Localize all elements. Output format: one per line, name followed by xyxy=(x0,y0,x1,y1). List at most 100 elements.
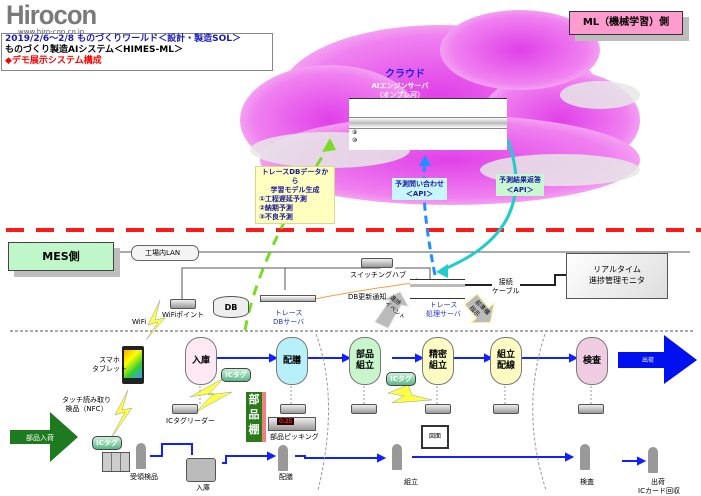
worker-label-receive: 受領検品 xyxy=(130,473,158,481)
rack-mark-10: ⑩ xyxy=(352,137,358,144)
query-api-line: 予測問い合わせ xyxy=(395,180,444,188)
lan-cylinder xyxy=(131,245,199,261)
ai-server-label-1: AIエンジンサーバ xyxy=(371,82,429,90)
nfc-label: タッチ読み取り 検品（NFC） xyxy=(62,396,111,414)
query-api-line: ＜API＞ xyxy=(405,190,434,198)
trace-db-server xyxy=(260,295,316,302)
progress-monitor: リアルタイム 進捗管理モニタ xyxy=(566,253,668,299)
shelf-char: 棚 xyxy=(248,423,260,436)
shipping-arrow xyxy=(618,335,697,384)
parts-in-arrow xyxy=(10,412,78,462)
shelf-char: 部 xyxy=(248,393,260,406)
ml-side-label: ML（機械学習）側 xyxy=(569,11,683,35)
lan-label: 工場内LAN xyxy=(145,249,181,257)
rack-mark-9: ⑨ xyxy=(352,129,358,136)
process-precision-assembly: 精密 組立 xyxy=(422,337,454,385)
db-cylinder: DB xyxy=(213,296,249,318)
wifi-point-label: WiFiポイント xyxy=(162,311,205,319)
wifi-label: WiFi xyxy=(132,318,147,326)
nfc-2: 検品（NFC） xyxy=(65,405,108,413)
result-api-label: 予測結果返答 ＜API＞ xyxy=(496,174,544,196)
ic-tag: ICタグ xyxy=(221,368,251,382)
parts-in-label: 部品入荷 xyxy=(26,434,54,442)
process-inspection: 検査 xyxy=(576,337,608,385)
hub-label: スイッチングハブ xyxy=(350,271,406,279)
picking-label: 部品ピッキング xyxy=(270,433,319,441)
result-api-line: 予測結果返答 xyxy=(499,176,541,184)
cloud-title: クラウド xyxy=(385,69,425,80)
ic-reader xyxy=(280,404,306,414)
tablet-label: スマホ タブレット xyxy=(92,356,127,374)
training-note-line: トレースDBデータから xyxy=(261,168,329,185)
demo-title: ◆デモ展示システム構成 xyxy=(5,56,102,66)
cable-1: 接続 xyxy=(498,278,513,286)
parts-shelf: 部 品 棚 xyxy=(246,392,266,442)
training-note-line: ②納期予測 xyxy=(259,204,293,212)
query-api-label: 予測問い合わせ ＜API＞ xyxy=(392,178,447,200)
worker-label-ship: 出荷 xyxy=(651,478,665,486)
ic-reader xyxy=(351,404,377,414)
worker-icon xyxy=(392,444,402,470)
training-note-line: 学習モデル生成 xyxy=(270,186,320,194)
worker-icon xyxy=(648,447,658,473)
worker-icon xyxy=(136,443,146,469)
wifi-bolt xyxy=(145,299,166,341)
forklift-icon xyxy=(186,458,216,482)
cable-2: ケーブル xyxy=(492,287,520,295)
ic-reader xyxy=(172,404,198,414)
worker-label-distribute: 配膳 xyxy=(279,473,293,481)
tablet-1: スマホ xyxy=(99,356,120,364)
process-receiving: 入庫 xyxy=(185,337,217,385)
training-arrow xyxy=(243,144,332,331)
tablet-2: タブレット xyxy=(92,365,127,373)
training-note-line: ③不良予測 xyxy=(259,213,293,221)
ic-card-collect-label: ICカード回収 xyxy=(638,487,680,495)
worker-label-assemble: 組立 xyxy=(404,478,418,486)
trace-db-label-2: DBサーバ xyxy=(273,318,305,326)
trace-proc-server xyxy=(410,279,465,299)
worker-label-inspect: 検査 xyxy=(580,478,594,486)
ic-reader xyxy=(425,404,451,414)
result-arrow xyxy=(441,139,518,272)
worker-icon xyxy=(580,444,590,470)
wifi-point xyxy=(170,299,196,309)
header-box: 2019/2/6～2/8 ものづくりワールド＜設計・製造SOL＞ ものづくり製造… xyxy=(1,33,273,71)
ic-reader-label: ICタグリーダー xyxy=(166,417,215,425)
ic-tag: ICタグ xyxy=(92,436,122,450)
trace-proc-label: トレース 処理サーバ xyxy=(426,301,461,319)
ic-reader xyxy=(578,404,604,414)
result-api-line: ＜API＞ xyxy=(506,186,534,194)
switching-hub xyxy=(361,258,393,268)
picking-device: 0:25 xyxy=(268,417,316,431)
process-parts-assembly: 部品 組立 xyxy=(349,337,381,385)
training-note: トレースDBデータから 学習モデル生成 ①工程遅延予測 ②納期予測 ③不良予測 xyxy=(255,166,335,224)
process-wiring: 組立 配線 xyxy=(490,337,522,385)
training-note-line: ①工程遅延予測 xyxy=(259,195,307,203)
db-update-label: DB更新通知 xyxy=(348,293,387,301)
ai-server-label-2: （オンプレ可） xyxy=(375,91,425,99)
worker-icon xyxy=(278,445,288,471)
process-distribution: 配膳 xyxy=(276,337,308,385)
query-arrow xyxy=(422,161,437,276)
boxes-icon xyxy=(102,452,130,472)
worker-label-store: 入庫 xyxy=(196,484,210,492)
cable-label: 接続 ケーブル xyxy=(492,278,520,296)
logo-url: www.hiro-con.co.jp xyxy=(18,28,85,36)
ic-tag: ICタグ xyxy=(386,372,416,386)
nfc-1: タッチ読み取り xyxy=(62,396,111,404)
drawing-monitor: 図面 xyxy=(421,425,449,449)
ai-engine-server: ⑨ ⑩ xyxy=(349,98,507,150)
shelf-char: 品 xyxy=(248,408,260,421)
system-title: ものづくり製造AIシステム＜HIMES-ML＞ xyxy=(5,45,183,55)
logo: Hirocon xyxy=(6,0,97,30)
monitor-label-2: 進捗管理モニタ xyxy=(589,276,645,285)
trace-proc-label-1: トレース xyxy=(429,301,458,309)
event-title: 2019/2/6～2/8 ものづくりワールド＜設計・製造SOL＞ xyxy=(5,34,241,44)
ic-reader xyxy=(493,404,519,414)
tablet xyxy=(122,346,144,384)
ai-server-label: AIエンジンサーバ （オンプレ可） xyxy=(350,82,450,100)
trace-db-server-label: トレース DBサーバ xyxy=(273,309,304,327)
trace-proc-label-2: 処理サーバ xyxy=(426,310,461,318)
trace-db-label-1: トレース xyxy=(274,309,303,317)
picking-display: 0:25 xyxy=(277,418,295,425)
